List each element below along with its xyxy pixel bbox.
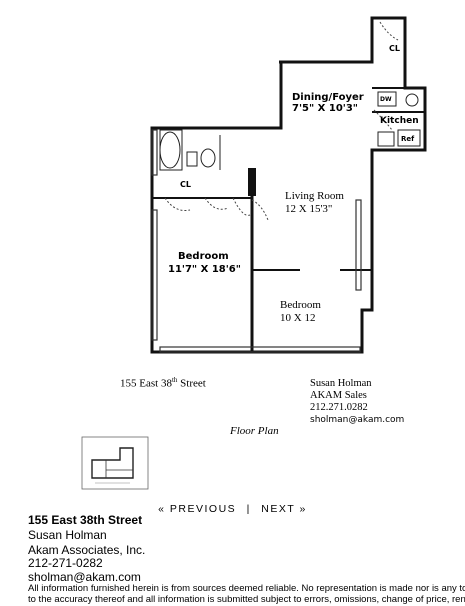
closet-top-label: CL — [389, 44, 400, 53]
bathroom-fixtures — [159, 129, 221, 171]
floor-plan-drawing — [81, 16, 427, 490]
plan-agent-company: AKAM Sales — [310, 390, 367, 401]
pagination-nav: « PREVIOUS | NEXT » — [0, 503, 465, 515]
bedroom2-label: Bedroom — [280, 299, 321, 311]
refrigerator-label: Ref — [401, 135, 415, 143]
plan-agent-email: sholman@akam.com — [310, 415, 405, 425]
floor-plan-caption: Floor Plan — [230, 425, 279, 437]
disclaimer-line1: All information furnished herein is from… — [28, 583, 465, 594]
kitchen-label: Kitchen — [380, 116, 419, 126]
living-room-size: 12 X 15'3" — [285, 203, 333, 215]
nav-separator: | — [246, 503, 251, 515]
previous-link[interactable]: « PREVIOUS — [158, 503, 237, 515]
contact-company: Akam Associates, Inc. — [28, 543, 146, 557]
windows — [151, 129, 362, 353]
contact-name: Susan Holman — [28, 528, 107, 542]
kitchen-fixtures — [377, 91, 421, 147]
living-room-label: Living Room — [285, 190, 344, 202]
plan-address-text: 155 East 38 — [120, 377, 172, 390]
plan-agent-phone: 212.271.0282 — [310, 402, 368, 413]
contact-phone: 212-271-0282 — [28, 556, 103, 570]
next-link[interactable]: NEXT » — [261, 503, 307, 515]
wall-column — [248, 168, 256, 196]
contact-email[interactable]: sholman@akam.com — [28, 570, 141, 584]
plan-address-street: Street — [177, 377, 206, 390]
bedroom1-label: Bedroom — [178, 251, 229, 262]
dishwasher-label: DW — [380, 96, 392, 103]
plan-agent-block: Susan Holman AKAM Sales 212.271.0282 sho… — [310, 378, 404, 426]
plan-agent-name: Susan Holman — [310, 378, 372, 389]
thumbnail-plan — [81, 436, 149, 490]
plan-address: 155 East 38th Street — [120, 376, 206, 390]
closet-bedroom-label: CL — [180, 180, 191, 189]
dining-foyer-label: Dining/Foyer — [292, 92, 364, 103]
dining-foyer-size: 7'5" X 10'3" — [292, 103, 359, 114]
bedroom1-size: 11'7" X 18'6" — [168, 264, 241, 275]
disclaimer-line2: to the accuracy thereof and all informat… — [28, 594, 465, 605]
bedroom2-size: 10 X 12 — [280, 312, 316, 324]
plan-address-sup: th — [171, 376, 178, 384]
listing-title: 155 East 38th Street — [28, 513, 143, 527]
door-swings — [164, 21, 399, 221]
